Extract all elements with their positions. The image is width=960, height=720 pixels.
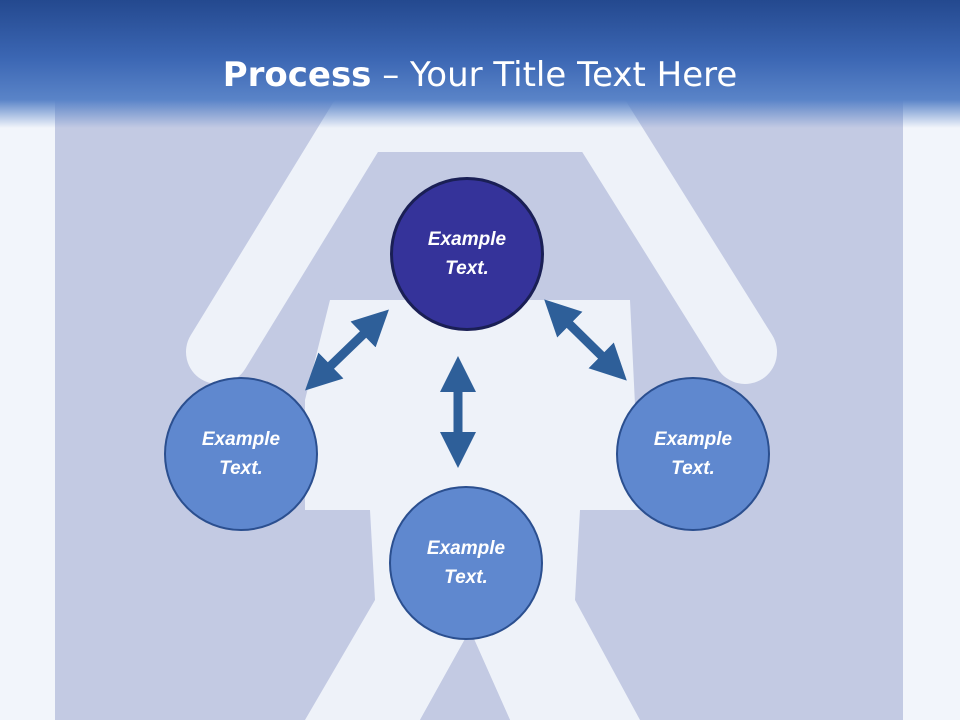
node-left[interactable]: Example Text. xyxy=(164,377,318,531)
node-bottom-label: Example Text. xyxy=(426,538,506,588)
title-rest: – Your Title Text Here xyxy=(371,55,738,95)
title-bold: Process xyxy=(222,55,372,95)
double-arrow-left xyxy=(305,309,389,391)
node-bottom[interactable]: Example Text. xyxy=(389,486,543,640)
node-left-label: Example Text. xyxy=(201,429,281,479)
node-right-label: Example Text. xyxy=(653,429,733,479)
header-bar xyxy=(0,0,960,128)
node-top[interactable]: Example Text. xyxy=(390,177,544,331)
node-right[interactable]: Example Text. xyxy=(616,377,770,531)
double-arrow-right xyxy=(544,299,627,381)
page-title: Process – Your Title Text Here xyxy=(0,52,960,98)
legs-gap xyxy=(420,630,510,720)
roof-gap-left xyxy=(240,195,370,400)
node-top-label: Example Text. xyxy=(427,229,507,279)
